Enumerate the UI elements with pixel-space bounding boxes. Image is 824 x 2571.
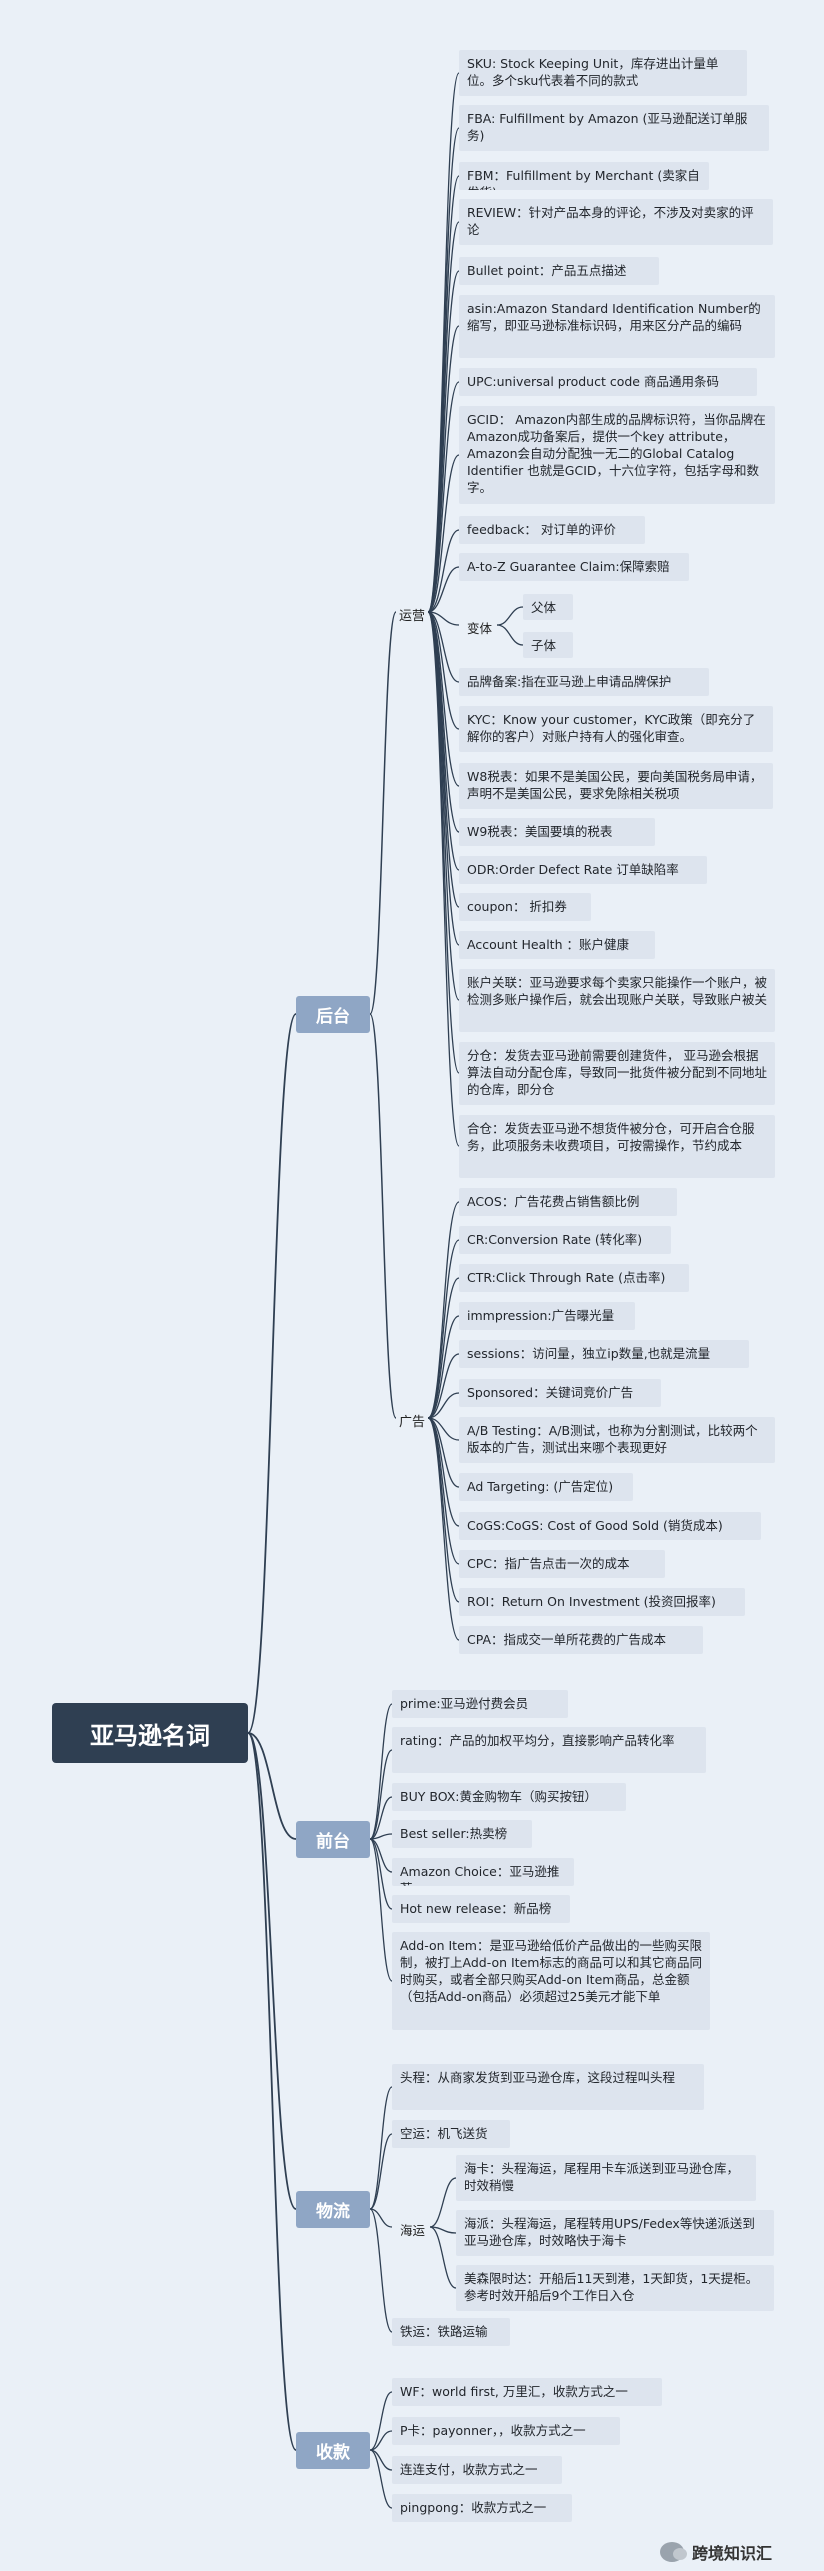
logistics-item[interactable]: 铁运：铁路运输	[392, 2318, 510, 2346]
ads-item[interactable]: Sponsored：关键词竞价广告	[459, 1379, 661, 1407]
frontend-item[interactable]: prime:亚马逊付费会员	[392, 1690, 568, 1718]
watermark-text: 跨境知识汇	[692, 2544, 773, 2563]
watermark: 跨境知识汇	[660, 2540, 772, 2564]
subbranch-ops[interactable]: 运营	[399, 609, 426, 624]
sea-node[interactable]: 海运	[400, 2223, 426, 2238]
variant-parent[interactable]: 父体	[523, 594, 573, 620]
payment-item[interactable]: pingpong：收款方式之一	[392, 2494, 572, 2522]
branch-payment[interactable]: 收款	[296, 2432, 370, 2469]
frontend-item[interactable]: Amazon Choice：亚马逊推荐	[392, 1858, 574, 1886]
branch-frontend[interactable]: 前台	[296, 1821, 370, 1858]
frontend-item[interactable]: rating：产品的加权平均分，直接影响产品转化率	[392, 1727, 706, 1773]
ops-item[interactable]: feedback： 对订单的评价	[459, 516, 645, 544]
wechat-icon	[660, 2542, 687, 2562]
ops-item[interactable]: W8税表：如果不是美国公民，要向美国税务局申请，声明不是美国公民，要求免除相关税…	[459, 763, 773, 809]
ads-item[interactable]: CPC：指广告点击一次的成本	[459, 1550, 665, 1578]
payment-item[interactable]: 连连支付，收款方式之一	[392, 2456, 562, 2484]
sea-item[interactable]: 海派：头程海运，尾程转用UPS/Fedex等快递派送到亚马逊仓库，时效略快于海卡	[456, 2210, 774, 2256]
ads-item[interactable]: CoGS:CoGS: Cost of Good Sold (销货成本)	[459, 1512, 761, 1540]
subbranch-ads[interactable]: 广告	[399, 1415, 426, 1430]
root-node[interactable]: 亚马逊名词	[52, 1703, 248, 1763]
ops-item[interactable]: W9税表：美国要填的税表	[459, 818, 655, 846]
payment-item[interactable]: WF：world first, 万里汇，收款方式之一	[392, 2378, 662, 2406]
ops-item[interactable]: coupon： 折扣券	[459, 893, 591, 921]
ops-item[interactable]: 账户关联：亚马逊要求每个卖家只能操作一个账户，被检测多账户操作后，就会出现账户关…	[459, 969, 775, 1032]
ops-item[interactable]: 品牌备案:指在亚马逊上申请品牌保护	[459, 668, 709, 696]
logistics-item[interactable]: 头程：从商家发货到亚马逊仓库，这段过程叫头程	[392, 2064, 704, 2110]
ads-item[interactable]: immpression:广告曝光量	[459, 1302, 635, 1330]
ads-item[interactable]: sessions：访问量，独立ip数量,也就是流量	[459, 1340, 749, 1368]
frontend-item[interactable]: Add-on Item：是亚马逊给低价产品做出的一些购买限制，被打上Add-on…	[392, 1932, 710, 2030]
sea-item[interactable]: 海卡：头程海运，尾程用卡车派送到亚马逊仓库，时效稍慢	[456, 2155, 756, 2201]
ads-item[interactable]: CR:Conversion Rate (转化率)	[459, 1226, 671, 1254]
ops-item[interactable]: FBA: Fulfillment by Amazon (亚马逊配送订单服务)	[459, 105, 769, 151]
ads-item[interactable]: CTR:Click Through Rate (点击率)	[459, 1264, 689, 1292]
frontend-item[interactable]: Best seller:热卖榜	[392, 1820, 532, 1848]
ops-item[interactable]: A-to-Z Guarantee Claim:保障索赔	[459, 553, 689, 581]
ads-item[interactable]: CPA：指成交一单所花费的广告成本	[459, 1626, 703, 1654]
ops-item[interactable]: Bullet point：产品五点描述	[459, 257, 659, 285]
ops-item[interactable]: KYC：Know your customer，KYC政策（即充分了解你的客户）对…	[459, 706, 773, 752]
frontend-item[interactable]: BUY BOX:黄金购物车（购买按钮）	[392, 1783, 626, 1811]
ops-item[interactable]: GCID： Amazon内部生成的品牌标识符，当你品牌在Amazon成功备案后，…	[459, 406, 775, 504]
ops-item[interactable]: FBM：Fulfillment by Merchant (卖家自发货)	[459, 162, 709, 190]
ads-item[interactable]: ROI：Return On Investment (投资回报率)	[459, 1588, 745, 1616]
frontend-item[interactable]: Hot new release：新品榜	[392, 1895, 570, 1923]
ads-item[interactable]: ACOS：广告花费占销售额比例	[459, 1188, 677, 1216]
ops-item[interactable]: 分仓：发货去亚马逊前需要创建货件， 亚马逊会根据算法自动分配仓库，导致同一批货件…	[459, 1042, 775, 1105]
ops-item[interactable]: UPC:universal product code 商品通用条码	[459, 368, 757, 396]
ads-item[interactable]: A/B Testing：A/B测试，也称为分割测试，比较两个版本的广告，测试出来…	[459, 1417, 775, 1463]
branch-backend[interactable]: 后台	[296, 996, 370, 1033]
branch-logistics[interactable]: 物流	[296, 2191, 370, 2228]
ops-item[interactable]: ODR:Order Defect Rate 订单缺陷率	[459, 856, 707, 884]
variant-child[interactable]: 子体	[523, 632, 573, 658]
ads-item[interactable]: Ad Targeting: (广告定位)	[459, 1473, 633, 1501]
variant-node[interactable]: 变体	[467, 621, 493, 636]
ops-item[interactable]: SKU: Stock Keeping Unit，库存进出计量单位。多个sku代表…	[459, 50, 747, 96]
ops-item[interactable]: REVIEW：针对产品本身的评论，不涉及对卖家的评论	[459, 199, 773, 245]
payment-item[interactable]: P卡：payonner，，收款方式之一	[392, 2417, 620, 2445]
ops-item[interactable]: asin:Amazon Standard Identification Numb…	[459, 295, 775, 358]
ops-item[interactable]: 合仓：发货去亚马逊不想货件被分仓，可开启合仓服务，此项服务未收费项目，可按需操作…	[459, 1115, 775, 1178]
ops-item[interactable]: Account Health ：账户健康	[459, 931, 655, 959]
sea-item[interactable]: 美森限时达：开船后11天到港，1天卸货，1天提柜。参考时效开船后9个工作日入仓	[456, 2265, 774, 2311]
logistics-item[interactable]: 空运：机飞送货	[392, 2120, 510, 2148]
